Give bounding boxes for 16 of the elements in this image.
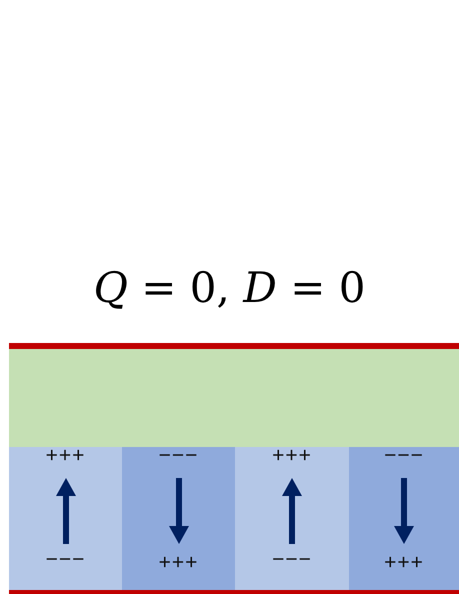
charge-signs: −−−: [383, 445, 425, 467]
dielectric-layer: [9, 349, 459, 447]
electrode-bar: [9, 590, 459, 594]
domain-block: [9, 447, 122, 590]
formula-title: Q = 0, D = 0: [92, 262, 367, 314]
charge-signs: +++: [158, 552, 200, 574]
charge-signs: −−−: [158, 445, 200, 467]
charge-signs: +++: [44, 445, 86, 467]
domain-block: [122, 447, 235, 590]
electrode-bar: [9, 343, 459, 349]
domain-block: [235, 447, 349, 590]
charge-signs: +++: [383, 552, 425, 574]
charge-signs: −−−: [271, 549, 313, 571]
charge-signs: −−−: [44, 549, 86, 571]
domain-block: [349, 447, 459, 590]
charge-signs: +++: [271, 445, 313, 467]
